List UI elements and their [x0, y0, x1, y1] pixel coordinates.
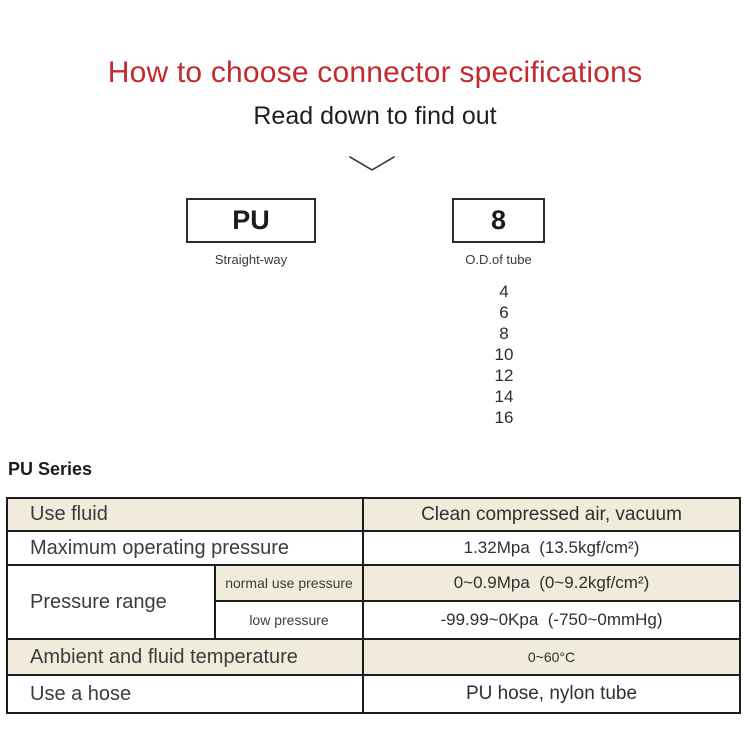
spec-row-low-pressure: low pressure -99.99~0Kpa (-750~0mmHg): [7, 600, 741, 640]
spec-sublabel-low-pressure: low pressure: [214, 600, 364, 640]
spec-value-low-pressure: -99.99~0Kpa (-750~0mmHg): [362, 600, 741, 640]
chevron-down-icon: [349, 156, 395, 171]
tube-size-caption: O.D.of tube: [465, 252, 532, 267]
tube-size-label: 8: [490, 205, 507, 235]
tube-size-list: 4 6 8 10 12 14 16: [444, 281, 564, 428]
tube-size-option: 14: [494, 387, 514, 406]
spec-value-use-fluid: Clean compressed air, vacuum: [362, 497, 741, 532]
page-subtitle: Read down to find out: [253, 102, 497, 130]
spec-value-normal-pressure: 0~0.9Mpa (0~9.2kgf/cm²): [362, 564, 741, 602]
spec-sublabel-normal-pressure: normal use pressure: [214, 564, 364, 602]
spec-row-max-pressure: Maximum operating pressure 1.32Mpa (13.5…: [6, 530, 741, 566]
spec-value-hose: PU hose, nylon tube: [362, 674, 741, 714]
spec-label-hose: Use a hose: [6, 674, 364, 714]
spec-row-use-fluid: Use fluid Clean compressed air, vacuum: [6, 497, 741, 532]
tube-size-option: 16: [494, 408, 514, 427]
tube-size-option: 10: [494, 345, 514, 364]
tube-size-option: 12: [494, 366, 514, 385]
spec-row-hose: Use a hose PU hose, nylon tube: [6, 674, 741, 714]
spec-table: Use fluid Clean compressed air, vacuum M…: [6, 497, 741, 714]
spec-label-pressure-range: Pressure range: [6, 564, 216, 640]
tube-size-option: 6: [499, 303, 509, 322]
tube-size-option: 4: [499, 282, 509, 301]
spec-label-max-pressure: Maximum operating pressure: [6, 530, 364, 566]
series-code-caption: Straight-way: [214, 252, 288, 267]
series-code-label: PU: [232, 205, 270, 235]
series-heading: PU Series: [8, 459, 93, 479]
page-title: How to choose connector specifications: [107, 56, 643, 89]
spec-value-max-pressure: 1.32Mpa (13.5kgf/cm²): [362, 530, 741, 566]
series-code-box: PU: [186, 198, 316, 243]
tube-size-option: 8: [499, 324, 509, 343]
spec-value-temperature: 0~60°C: [362, 638, 741, 676]
spec-row-temperature: Ambient and fluid temperature 0~60°C: [6, 638, 741, 676]
spec-label-use-fluid: Use fluid: [6, 497, 364, 532]
spec-row-normal-pressure: Pressure range normal use pressure 0~0.9…: [6, 564, 741, 640]
tube-size-box: 8: [452, 198, 545, 243]
spec-label-temperature: Ambient and fluid temperature: [6, 638, 364, 676]
